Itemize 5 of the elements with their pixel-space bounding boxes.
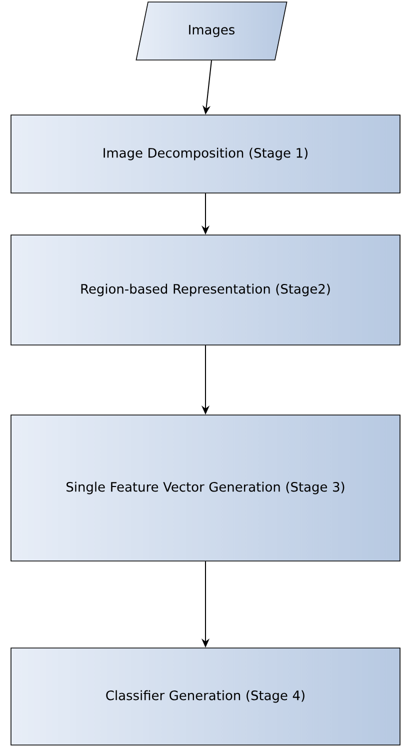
input-parallelogram: Images — [136, 2, 288, 60]
process-box: Region-based Representation (Stage2) — [10, 234, 400, 346]
process-box: Image Decomposition (Stage 1) — [10, 114, 400, 194]
process-box: Single Feature Vector Generation (Stage 3) — [10, 414, 400, 562]
process-box: Classifier Generation (Stage 4) — [10, 648, 400, 746]
